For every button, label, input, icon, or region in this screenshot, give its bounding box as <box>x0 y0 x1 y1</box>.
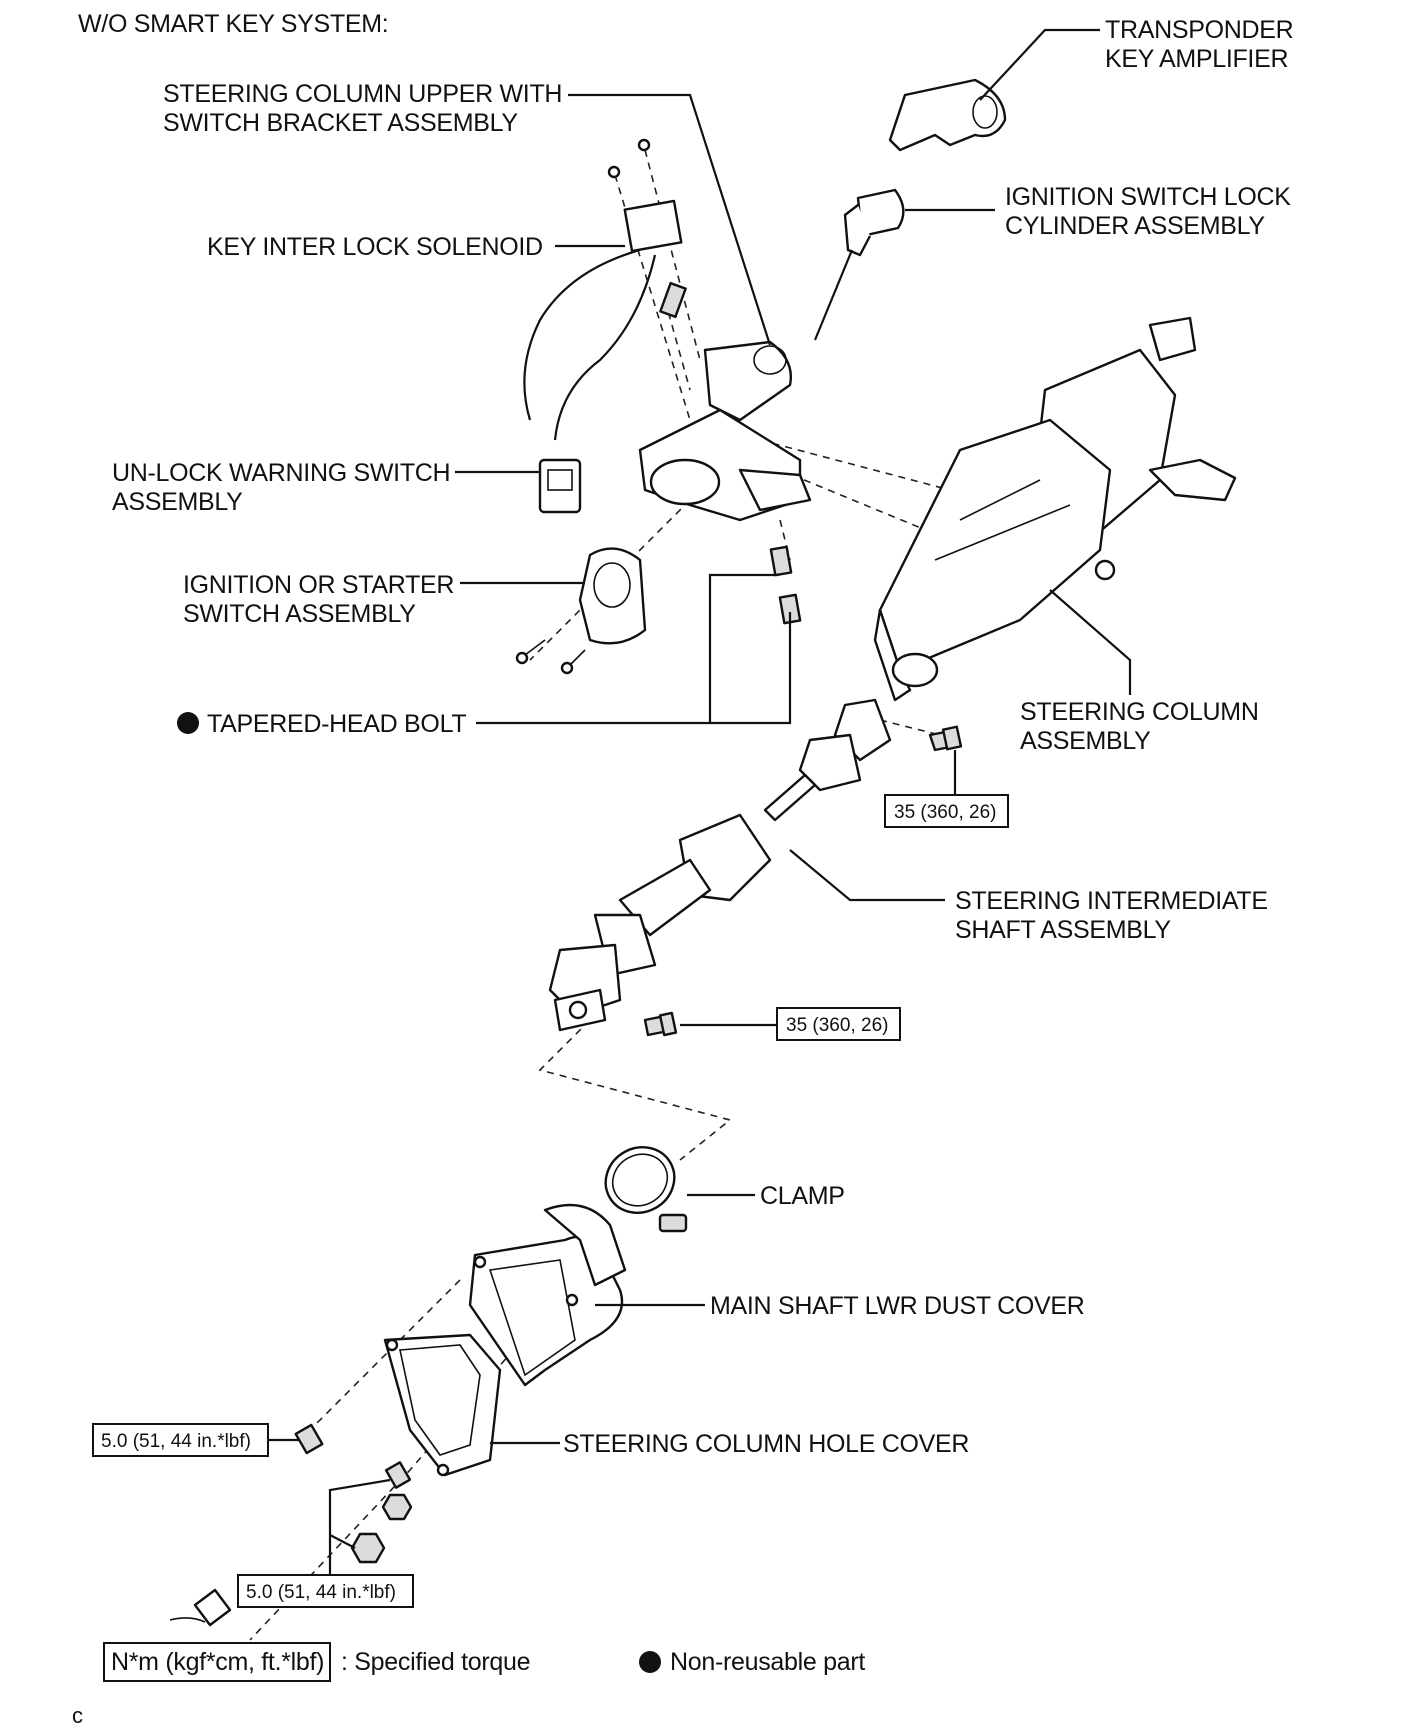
cover-fasteners-part <box>294 1423 413 1564</box>
label-upper-bracket-line2: SWITCH BRACKET ASSEMBLY <box>163 109 518 137</box>
steering-column-assembly-part <box>873 316 1237 702</box>
joint-bolts-part <box>643 725 963 1037</box>
label-tapered-bolt: TAPERED-HEAD BOLT <box>207 710 466 738</box>
torque-lower-joint: 35 (360, 26) <box>786 1015 888 1036</box>
lower-shaft-stub-part <box>169 1588 232 1627</box>
diagram-header: W/O SMART KEY SYSTEM: <box>78 10 388 38</box>
label-starter-switch-line2: SWITCH ASSEMBLY <box>183 600 416 628</box>
clamp-part <box>604 1146 688 1233</box>
label-dust-cover: MAIN SHAFT LWR DUST COVER <box>710 1292 1084 1320</box>
legend-torque-units: N*m (kgf*cm, ft.*lbf) <box>111 1648 324 1676</box>
torque-box-hole-cover-nuts <box>237 1574 414 1608</box>
label-unlock-switch-line1: UN-LOCK WARNING SWITCH <box>112 459 450 487</box>
intermediate-shaft-part <box>548 698 892 1032</box>
label-upper-bracket-line1: STEERING COLUMN UPPER WITH <box>163 80 562 108</box>
torque-box-upper-joint <box>884 794 1009 828</box>
footer-code: c <box>72 1703 83 1728</box>
torque-boxes: 35 (360, 26) 35 (360, 26) 5.0 (51, 44 in… <box>92 794 1009 1608</box>
nonreusable-bullet-icon <box>177 712 199 734</box>
label-column-assembly-line2: ASSEMBLY <box>1020 727 1151 755</box>
torque-hole-cover-nuts: 5.0 (51, 44 in.*lbf) <box>246 1582 396 1603</box>
lock-cylinder-part <box>813 188 905 341</box>
legend-torque-text: : Specified torque <box>341 1648 530 1676</box>
label-intermediate-shaft-line2: SHAFT ASSEMBLY <box>955 916 1171 944</box>
label-clamp: CLAMP <box>760 1182 845 1210</box>
label-transponder-line1: TRANSPONDER <box>1105 16 1293 44</box>
part-labels: TRANSPONDER KEY AMPLIFIER STEERING COLUM… <box>112 16 1294 1458</box>
unlock-warning-switch-part <box>538 458 582 514</box>
label-hole-cover: STEERING COLUMN HOLE COVER <box>563 1430 969 1458</box>
torque-box-dust-cover-bolt <box>92 1423 269 1457</box>
key-interlock-solenoid-part <box>523 138 687 441</box>
label-intermediate-shaft-line1: STEERING INTERMEDIATE <box>955 887 1268 915</box>
torque-upper-joint: 35 (360, 26) <box>894 802 996 823</box>
upper-switch-bracket-part <box>638 340 812 522</box>
label-lock-cylinder-line1: IGNITION SWITCH LOCK <box>1005 183 1291 211</box>
label-solenoid: KEY INTER LOCK SOLENOID <box>207 233 543 261</box>
legend-torque-box <box>103 1642 331 1682</box>
label-transponder-line2: KEY AMPLIFIER <box>1105 45 1288 73</box>
hole-cover-part <box>383 1333 502 1477</box>
label-starter-switch-line1: IGNITION OR STARTER <box>183 571 454 599</box>
legend: N*m (kgf*cm, ft.*lbf) : Specified torque… <box>103 1642 866 1682</box>
label-column-assembly-line1: STEERING COLUMN <box>1020 698 1259 726</box>
label-unlock-switch-line2: ASSEMBLY <box>112 488 243 516</box>
torque-dust-cover-bolt: 5.0 (51, 44 in.*lbf) <box>101 1431 251 1452</box>
torque-box-lower-joint <box>776 1007 901 1041</box>
dust-cover-part <box>468 1203 627 1387</box>
tapered-head-bolts-part <box>769 545 802 625</box>
label-lock-cylinder-line2: CYLINDER ASSEMBLY <box>1005 212 1265 240</box>
starter-switch-part <box>515 547 647 675</box>
legend-nonreusable-text: Non-reusable part <box>670 1648 865 1676</box>
leader-lines <box>268 28 1132 1580</box>
legend-nonreusable-icon <box>639 1651 661 1673</box>
